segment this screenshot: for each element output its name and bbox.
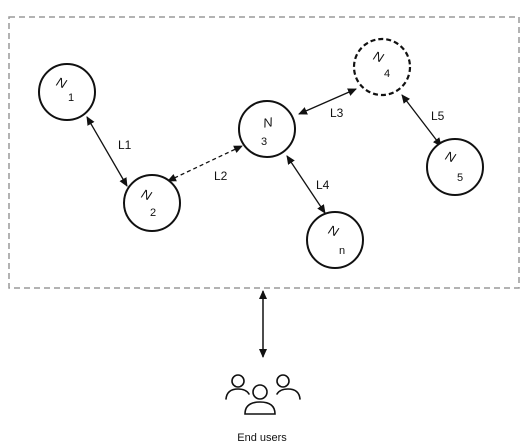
- link-l3: [298, 88, 357, 115]
- link-label-l2: L2: [214, 169, 228, 183]
- node-n5-sub: 5: [457, 172, 463, 184]
- node-n3-sub: 3: [261, 136, 267, 148]
- links-group: [86, 88, 442, 358]
- node-nn-sub: n: [339, 245, 345, 257]
- link-label-l3: L3: [330, 106, 344, 120]
- end-users-label: End users: [237, 432, 287, 444]
- link-l2: [167, 145, 243, 182]
- node-n3: N 3: [238, 100, 296, 158]
- node-nn: N n: [306, 211, 364, 269]
- node-n4: N 4: [352, 37, 412, 97]
- node-n5: N 5: [426, 138, 484, 196]
- end-users-icon: [225, 374, 301, 415]
- node-n1: N 1: [38, 63, 96, 121]
- link-l1: [86, 116, 128, 187]
- link-l5: [401, 94, 442, 147]
- link-l4: [286, 155, 326, 214]
- node-n1-sub: 1: [68, 92, 74, 104]
- node-n2-sub: 2: [150, 207, 156, 219]
- node-n3-letter: N: [262, 114, 274, 131]
- link-label-l1: L1: [118, 138, 132, 152]
- node-n2: N 2: [123, 174, 181, 232]
- link-label-l4: L4: [316, 178, 330, 192]
- node-n4-sub: 4: [384, 68, 390, 80]
- link-label-l5: L5: [431, 109, 445, 123]
- network-boundary: [8, 16, 520, 289]
